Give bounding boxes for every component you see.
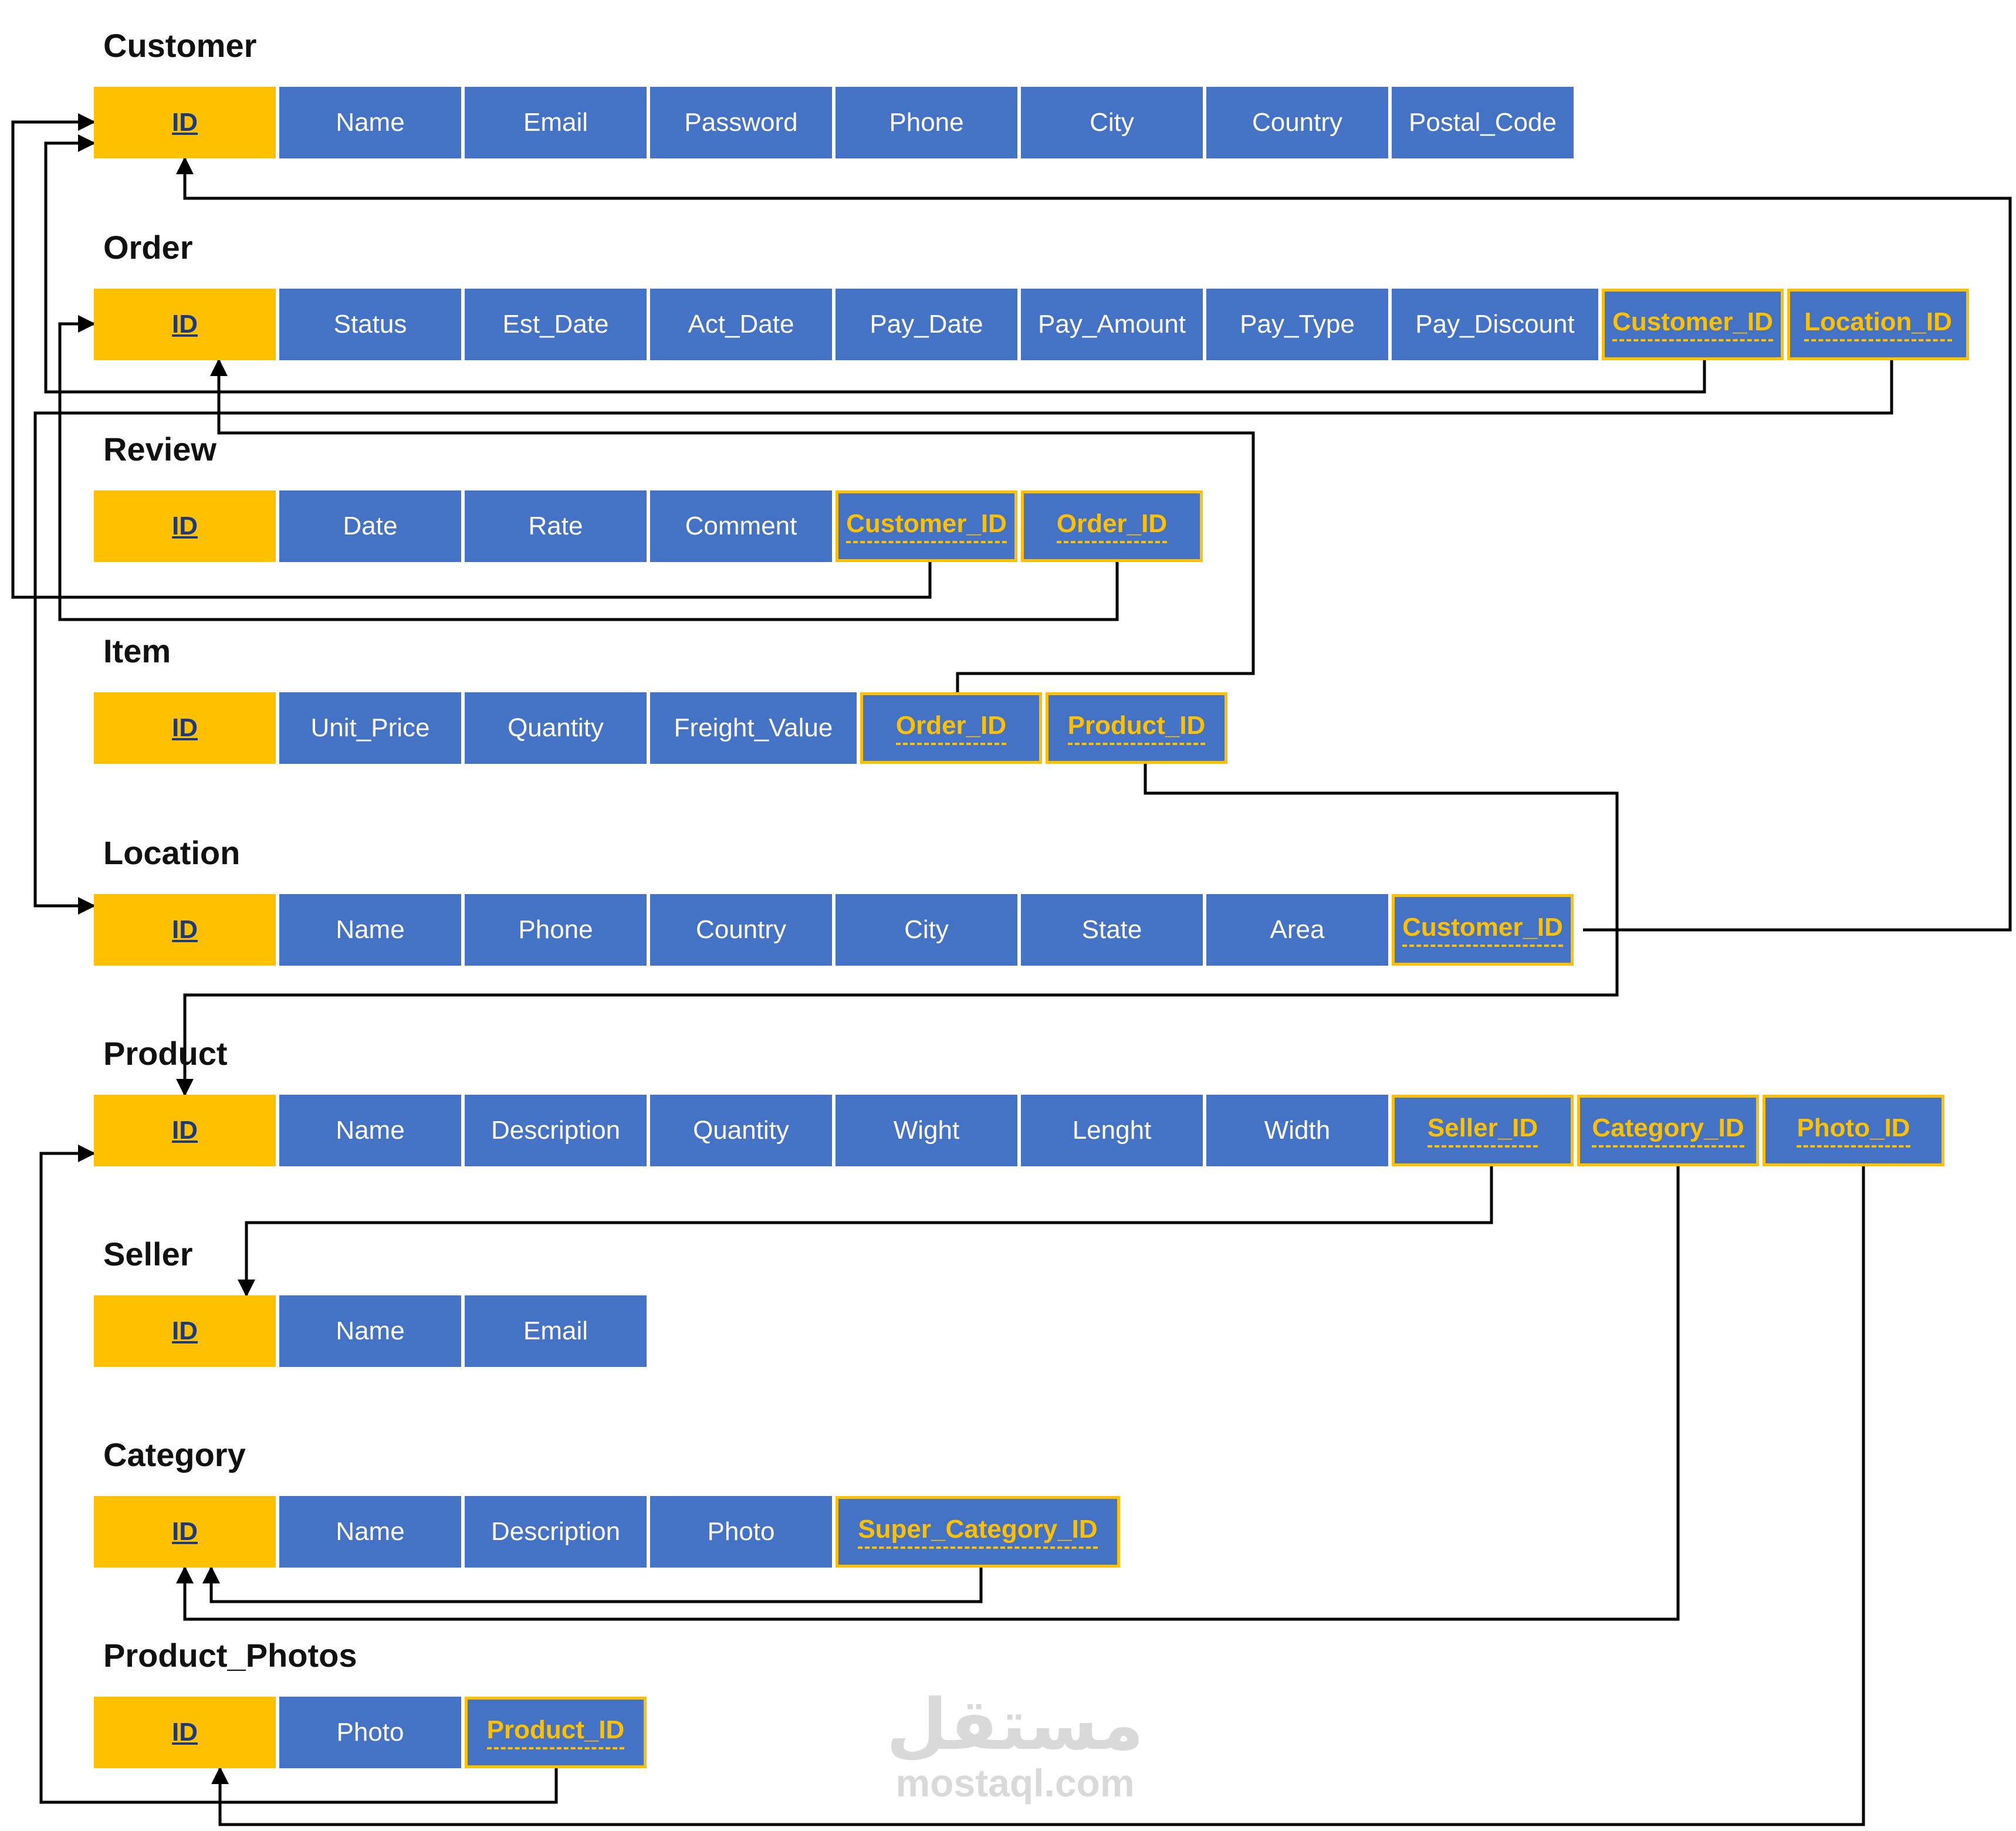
product-seller-id-link (238, 1166, 1493, 1297)
seller-column-id: ID (94, 1295, 276, 1367)
order-column-status: Status (279, 289, 461, 360)
seller-column-name: Name (279, 1295, 461, 1367)
category-column-name: Name (279, 1496, 461, 1568)
customer-column-name: Name (279, 87, 461, 158)
customer-column-phone: Phone (836, 87, 1017, 158)
product-category-id-link (176, 1166, 1680, 1621)
customer-column-id: ID (94, 87, 276, 158)
location-column-area: Area (1206, 894, 1388, 966)
review-column-order-id: Order_ID (1021, 490, 1203, 562)
review-column-comment: Comment (650, 490, 832, 562)
table-title-category: Category (103, 1436, 246, 1473)
product-photos-product-id-link (39, 1145, 558, 1804)
product-photos-column-photo: Photo (279, 1697, 461, 1768)
location-column-city: City (836, 894, 1017, 966)
customer-column-postal-code: Postal_Code (1392, 87, 1574, 158)
foreign-key-label: Category_ID (1592, 1114, 1744, 1148)
review-customer-id-link (11, 113, 932, 599)
product-column-quantity: Quantity (650, 1095, 832, 1166)
foreign-key-label: Customer_ID (1402, 913, 1563, 947)
foreign-key-label: Location_ID (1804, 307, 1952, 341)
category-column-photo: Photo (650, 1496, 832, 1568)
item-order-id-link (210, 358, 1255, 692)
table-title-location: Location (103, 834, 241, 871)
order-column-location-id: Location_ID (1787, 289, 1969, 360)
order-column-pay-type: Pay_Type (1206, 289, 1388, 360)
order-column-est-date: Est_Date (465, 289, 647, 360)
category-column-description: Description (465, 1496, 647, 1568)
order-column-pay-date: Pay_Date (836, 289, 1017, 360)
item-column-order-id: Order_ID (860, 692, 1042, 764)
review-column-id: ID (94, 490, 276, 562)
foreign-key-label: Product_ID (1067, 711, 1206, 745)
table-title-customer: Customer (103, 27, 257, 64)
customer-column-password: Password (650, 87, 832, 158)
location-column-customer-id: Customer_ID (1392, 894, 1574, 966)
review-column-date: Date (279, 490, 461, 562)
foreign-key-label: Order_ID (1056, 509, 1168, 543)
product-photo-id-link (211, 1166, 1865, 1826)
table-title-product: Product (103, 1035, 228, 1072)
item-column-product-id: Product_ID (1046, 692, 1227, 764)
item-column-quantity: Quantity (465, 692, 647, 764)
product-column-name: Name (279, 1095, 461, 1166)
item-product-id-link (176, 764, 1619, 1096)
foreign-key-label: Customer_ID (846, 509, 1007, 543)
item-column-unit-price: Unit_Price (279, 692, 461, 764)
product-column-width: Width (1206, 1095, 1388, 1166)
table-title-review: Review (103, 431, 217, 468)
location-column-country: Country (650, 894, 832, 966)
watermark-logo: مستقل (886, 1686, 1144, 1764)
order-customer-id-link (44, 134, 1706, 394)
product-column-description: Description (465, 1095, 647, 1166)
category-column-id: ID (94, 1496, 276, 1568)
table-title-item: Item (103, 632, 171, 669)
foreign-key-label: Photo_ID (1797, 1114, 1910, 1148)
order-location-id-link (33, 360, 1893, 915)
product-photos-column-product-id: Product_ID (465, 1697, 647, 1768)
product-column-id: ID (94, 1095, 276, 1166)
customer-column-email: Email (465, 87, 647, 158)
watermark-url: mostaql.com (895, 1761, 1135, 1805)
location-column-name: Name (279, 894, 461, 966)
foreign-key-label: Order_ID (895, 711, 1007, 745)
customer-column-country: Country (1206, 87, 1388, 158)
order-column-customer-id: Customer_ID (1602, 289, 1784, 360)
order-column-pay-discount: Pay_Discount (1392, 289, 1598, 360)
table-title-product-photos: Product_Photos (103, 1637, 357, 1674)
foreign-key-label: Customer_ID (1612, 307, 1773, 341)
location-column-id: ID (94, 894, 276, 966)
location-column-phone: Phone (465, 894, 647, 966)
order-column-act-date: Act_Date (650, 289, 832, 360)
review-order-id-link (58, 315, 1119, 621)
order-column-pay-amount: Pay_Amount (1021, 289, 1203, 360)
table-title-seller: Seller (103, 1236, 193, 1272)
review-column-rate: Rate (465, 490, 647, 562)
table-title-order: Order (103, 229, 193, 266)
watermark: مستقل mostaql.com (880, 1690, 1150, 1802)
item-column-id: ID (94, 692, 276, 764)
location-column-state: State (1021, 894, 1203, 966)
location-customer-id-link (176, 157, 2012, 932)
product-column-wight: Wight (836, 1095, 1017, 1166)
product-column-photo-id: Photo_ID (1763, 1095, 1944, 1166)
foreign-key-label: Product_ID (486, 1715, 625, 1749)
product-column-seller-id: Seller_ID (1392, 1095, 1574, 1166)
foreign-key-label: Super_Category_ID (858, 1515, 1098, 1549)
product-column-category-id: Category_ID (1577, 1095, 1759, 1166)
category-super-category-id-link (202, 1566, 983, 1603)
customer-column-city: City (1021, 87, 1203, 158)
seller-column-email: Email (465, 1295, 647, 1367)
review-column-customer-id: Customer_ID (836, 490, 1017, 562)
order-column-id: ID (94, 289, 276, 360)
foreign-key-label: Seller_ID (1427, 1114, 1538, 1148)
item-column-freight-value: Freight_Value (650, 692, 857, 764)
product-column-lenght: Lenght (1021, 1095, 1203, 1166)
category-column-super-category-id: Super_Category_ID (836, 1496, 1120, 1568)
product-photos-column-id: ID (94, 1697, 276, 1768)
